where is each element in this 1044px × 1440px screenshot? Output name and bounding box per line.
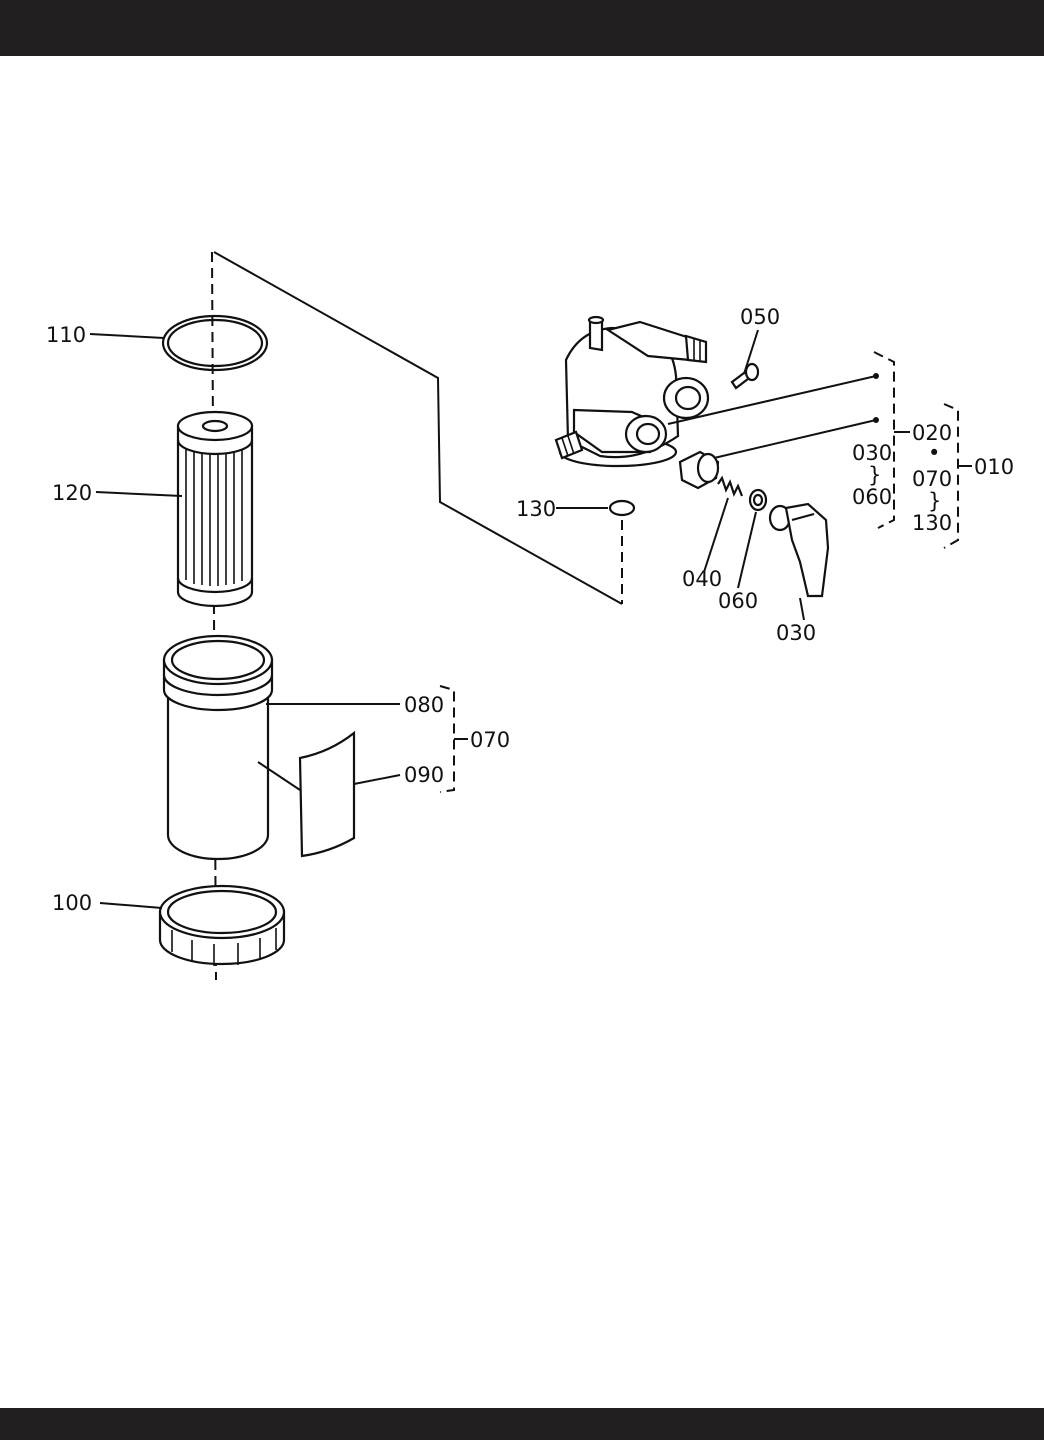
part-090-label — [298, 730, 356, 858]
leader-lines — [89, 329, 879, 909]
part-040-spring — [717, 475, 744, 497]
part-130-o-ring — [608, 499, 636, 517]
group-dot: • — [928, 441, 940, 465]
label-120: 120 — [52, 481, 92, 505]
label-100: 100 — [52, 891, 92, 915]
group-label-070: 070 — [912, 467, 952, 491]
group-label-030: 030 — [852, 441, 892, 465]
assembly-axis-lines — [211, 251, 623, 981]
label-070: 070 — [470, 728, 510, 752]
part-filter-head-body — [554, 315, 710, 468]
part-100-ring-nut — [158, 884, 286, 966]
group-brackets — [439, 351, 972, 793]
label-010: 010 — [974, 455, 1014, 479]
group-label-130: 130 — [912, 511, 952, 535]
group-connector-2: } — [928, 489, 941, 513]
label-060: 060 — [718, 589, 758, 613]
part-050-screw — [730, 362, 760, 390]
label-130: 130 — [516, 497, 556, 521]
part-120-filter-element — [176, 410, 254, 608]
label-090: 090 — [404, 763, 444, 787]
bottom-bar — [0, 1408, 1044, 1440]
label-040: 040 — [682, 567, 722, 591]
label-050: 050 — [740, 305, 780, 329]
label-110: 110 — [46, 323, 86, 347]
part-030-lever — [768, 502, 830, 598]
top-bar — [0, 0, 1044, 56]
part-060-washer — [748, 488, 768, 512]
part-110-o-ring — [161, 314, 269, 372]
group-connector-1: } — [868, 463, 881, 487]
group-label-060: 060 — [852, 485, 892, 509]
label-030: 030 — [776, 621, 816, 645]
label-080: 080 — [404, 693, 444, 717]
part-020-valve-core — [678, 450, 720, 490]
part-labels: 110 120 100 080 090 070 130 050 040 060 … — [46, 305, 1014, 915]
part-080-cup — [162, 634, 274, 861]
label-020: 020 — [912, 421, 952, 445]
